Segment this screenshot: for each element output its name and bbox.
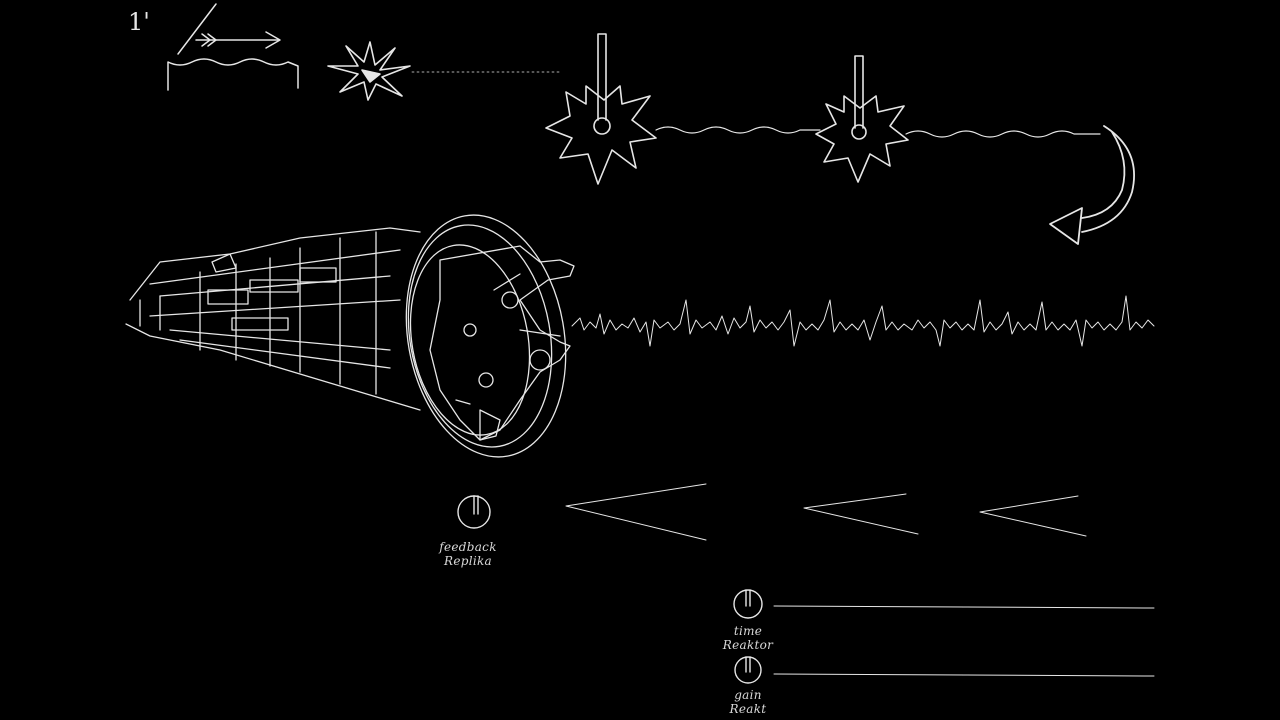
arrow-icon [167,3,299,91]
knob-icon-2[interactable] [733,589,763,619]
knob-label-line1: time [733,624,763,638]
knob-label-line2: Reaktor [722,638,774,652]
knob-label-line2: Replika [443,554,493,568]
star-valve-icon-2 [815,55,909,183]
page-number: 1' [128,8,150,36]
knob-label-feedback: feedback Replika [428,540,508,568]
knob-label-line1: gain [734,688,762,702]
gain-slider-line[interactable] [773,673,1155,677]
knob-label-time: time Reaktor [708,624,788,652]
chevron-left-icon [565,483,707,541]
curved-return-arrow-icon [1049,125,1135,245]
waveform [571,295,1155,347]
engine-drawing [125,214,575,458]
knob-label-line2: Reakt [729,702,767,716]
time-slider-line[interactable] [773,605,1155,609]
knob-icon-3[interactable] [734,656,762,684]
wave-line-1 [655,126,821,134]
wave-line-2 [905,130,1101,138]
chevron-left-icon-2 [803,493,919,535]
knob-label-line1: feedback [439,540,497,554]
knob-label-gain: gain Reakt [708,688,788,716]
star-valve-icon [545,33,657,185]
knob-icon[interactable] [457,495,491,529]
chevron-left-icon-3 [979,495,1087,537]
starburst-icon [327,41,411,101]
